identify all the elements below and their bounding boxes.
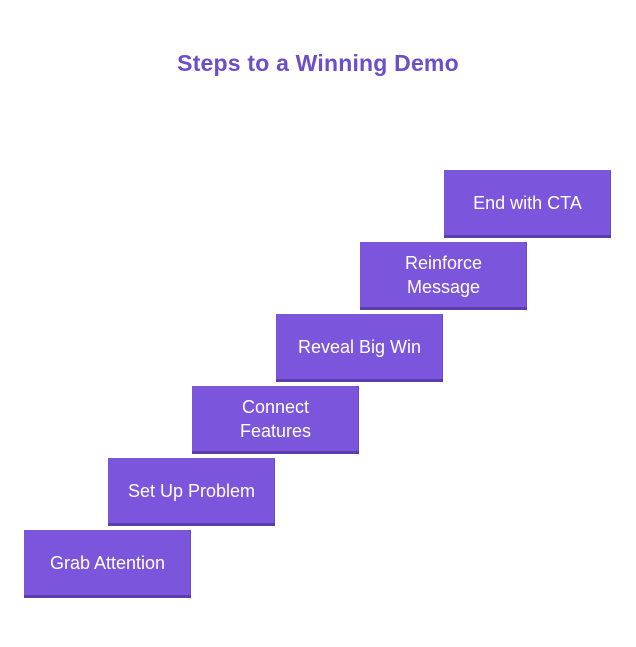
step-label: Set Up Problem xyxy=(127,481,256,502)
step-reveal-big-win: Reveal Big Win xyxy=(276,314,443,382)
diagram-title: Steps to a Winning Demo xyxy=(177,50,459,76)
step-connect-features: Connect Features xyxy=(192,386,359,454)
step-set-up-problem: Set Up Problem xyxy=(108,458,275,526)
step-grab-attention: Grab Attention xyxy=(24,530,191,598)
step-label: Connect Features xyxy=(239,397,312,441)
step-label: Reinforce Message xyxy=(404,253,483,297)
step-reinforce-message: Reinforce Message xyxy=(360,242,527,310)
step-label: Reveal Big Win xyxy=(297,337,422,358)
step-label: Grab Attention xyxy=(49,553,166,574)
step-label: End with CTA xyxy=(473,193,582,214)
step-end-with-cta: End with CTA xyxy=(444,170,611,238)
